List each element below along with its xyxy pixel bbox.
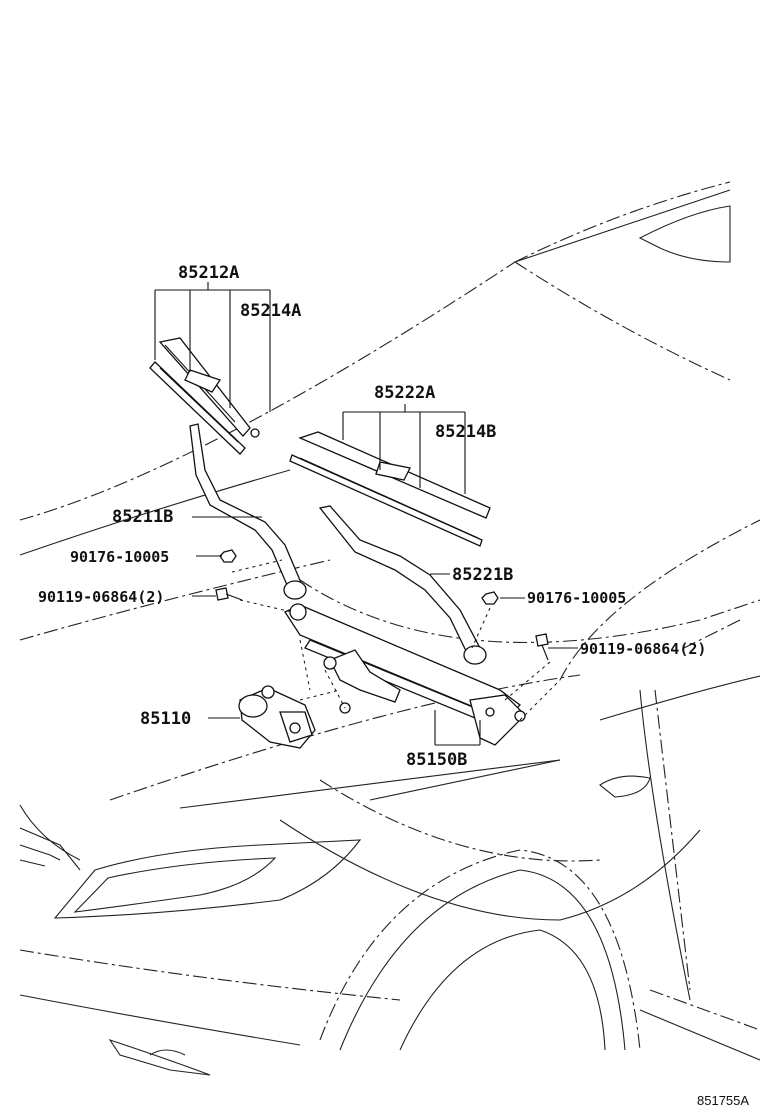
bolt-right-head xyxy=(535,633,549,647)
fasteners xyxy=(215,549,549,661)
leader-lines xyxy=(154,282,578,746)
callout-85212A: 85212A xyxy=(178,263,239,283)
callout-85221B: 85221B xyxy=(452,565,513,585)
callout-85211B: 85211B xyxy=(112,507,173,527)
vehicle-body-outline xyxy=(19,181,760,1076)
wiper-arm-right xyxy=(318,505,487,665)
wiper-blade-right xyxy=(289,431,491,547)
callout-85214B: 85214B xyxy=(435,422,496,442)
figure-id: 851755A xyxy=(697,1093,749,1108)
nut-right-shape xyxy=(481,591,499,605)
wiper-linkage xyxy=(284,603,526,746)
callout-85222A: 85222A xyxy=(374,383,435,403)
bolt-right-shank xyxy=(541,644,549,661)
wiper-blade-left xyxy=(149,337,260,455)
callout-bolt-left: 90119-06864(2) xyxy=(38,588,164,606)
assembly-guides xyxy=(231,559,561,721)
callout-85150B: 85150B xyxy=(406,750,467,770)
wiper-motor xyxy=(238,685,316,749)
wiper-arm-left xyxy=(189,423,307,600)
bolt-left-shank xyxy=(225,593,243,601)
bolt-left-head xyxy=(215,587,229,601)
callout-85110: 85110 xyxy=(140,709,191,729)
callout-bolt-right: 90119-06864(2) xyxy=(580,640,706,658)
callout-85214A: 85214A xyxy=(240,301,301,321)
nut-left-shape xyxy=(219,549,237,563)
callout-nut-right: 90176-10005 xyxy=(527,589,626,607)
callout-nut-left: 90176-10005 xyxy=(70,548,169,566)
